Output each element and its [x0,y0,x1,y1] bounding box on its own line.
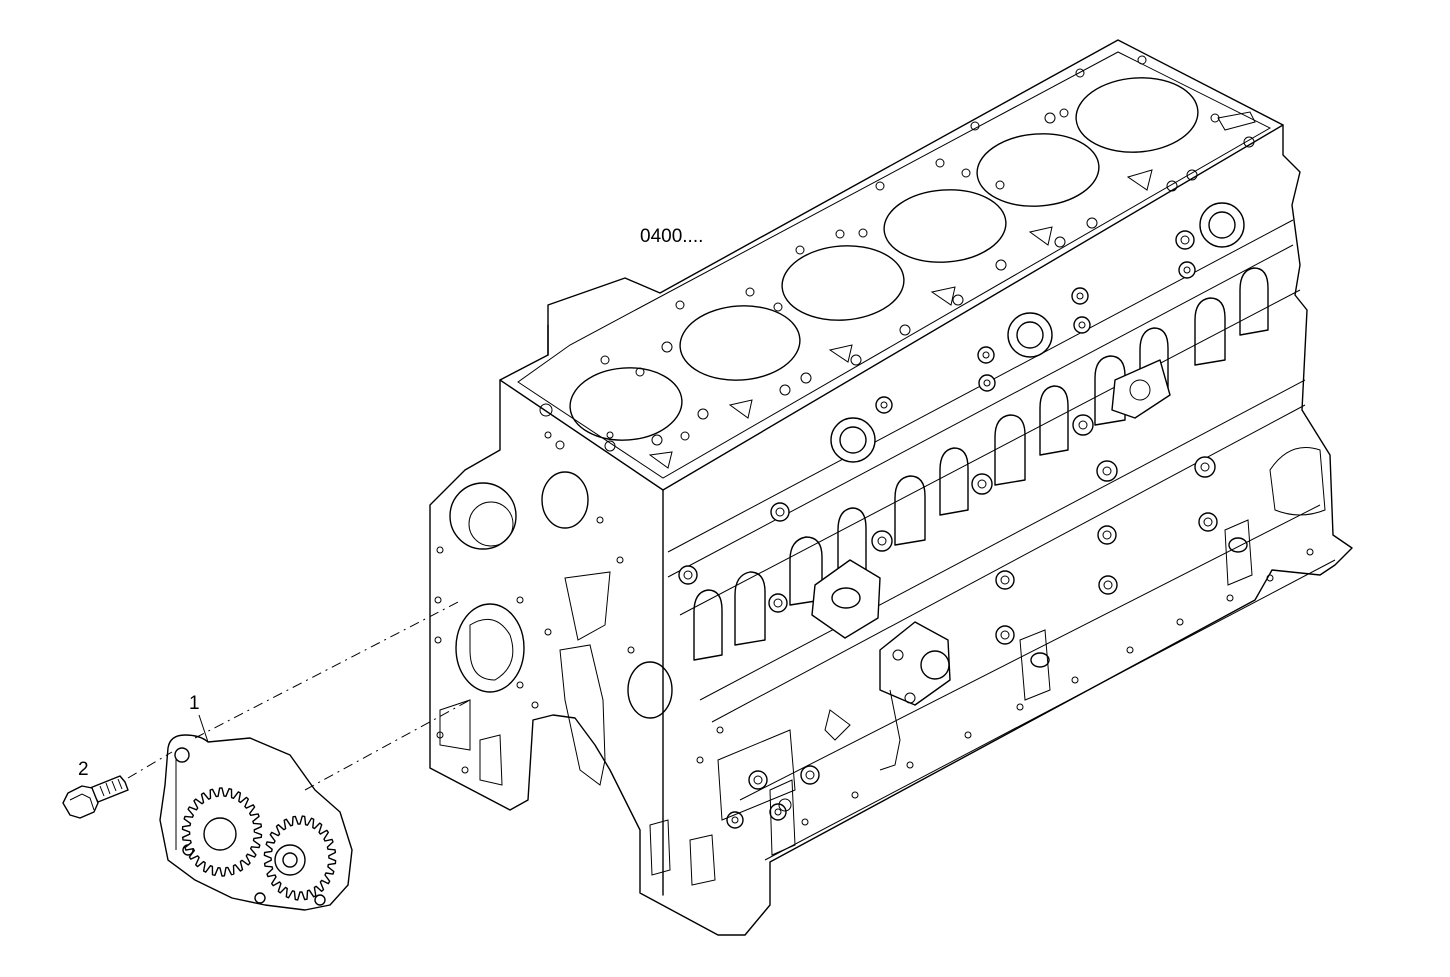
assembly-lines [127,599,471,791]
bolt [62,775,129,819]
reference-label: 0400.... [640,226,704,247]
deck-holes [539,55,1255,452]
oil-pump [159,734,353,911]
front-face-ports [434,431,724,886]
gear-large [181,787,263,877]
deck-slots [648,111,1256,469]
cylinder-bores [569,77,1199,441]
callout-1: 1 [189,693,200,714]
side-wall-features [667,202,1336,861]
callout-2: 2 [78,759,89,780]
engine-block [429,39,1353,936]
